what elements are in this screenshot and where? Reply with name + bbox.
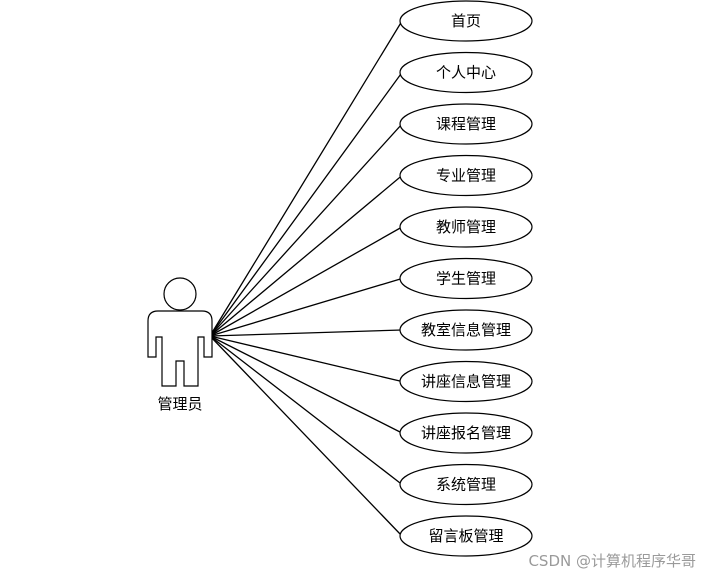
use-case-label: 课程管理	[436, 115, 496, 133]
use-case-ellipse	[399, 257, 533, 300]
use-case-label: 个人中心	[436, 64, 496, 82]
association-line	[209, 329, 403, 337]
use-case-ellipse	[399, 0, 533, 42]
association-line	[209, 123, 403, 337]
use-case-ellipse	[399, 154, 533, 197]
use-case-label: 教师管理	[436, 218, 496, 236]
actor-figure	[147, 277, 213, 387]
use-case-ellipse	[399, 360, 533, 403]
use-case: 教师管理	[399, 206, 533, 248]
use-case-label: 学生管理	[436, 270, 496, 288]
use-case-label: 留言板管理	[428, 527, 503, 545]
use-case-label: 专业管理	[436, 167, 496, 185]
use-case: 学生管理	[399, 257, 533, 300]
actor-body	[147, 310, 213, 387]
use-case-ellipse	[399, 515, 533, 557]
association-line	[209, 72, 403, 337]
use-case: 讲座信息管理	[399, 360, 533, 403]
use-case: 个人中心	[399, 51, 533, 94]
association-line	[209, 20, 403, 337]
use-case: 首页	[399, 0, 533, 42]
association-line	[209, 226, 403, 337]
association-line	[209, 175, 403, 337]
use-case-label: 教室信息管理	[421, 321, 511, 339]
use-case-ellipse	[399, 463, 533, 506]
association-line	[209, 277, 403, 337]
association-line	[209, 335, 403, 383]
association-lines	[209, 20, 403, 537]
use-case: 留言板管理	[399, 515, 533, 557]
use-case: 系统管理	[399, 463, 533, 506]
use-case-label: 首页	[451, 12, 481, 30]
actor-head	[163, 277, 197, 311]
use-case-ellipse	[399, 309, 533, 351]
actor-label: 管理员	[157, 395, 202, 413]
use-case-label: 讲座信息管理	[421, 373, 511, 391]
use-case-ellipse	[399, 51, 533, 94]
association-line	[209, 335, 403, 434]
use-case-label: 讲座报名管理	[421, 424, 511, 442]
use-case-ellipse	[399, 412, 533, 454]
use-case: 讲座报名管理	[399, 412, 533, 454]
use-case: 教室信息管理	[399, 309, 533, 351]
watermark: CSDN @计算机程序华哥	[528, 552, 696, 570]
use-case-ellipse	[399, 206, 533, 248]
use-case-label: 系统管理	[436, 476, 496, 494]
use-case-ellipse	[399, 103, 533, 145]
use-case: 专业管理	[399, 154, 533, 197]
association-line	[209, 335, 403, 486]
use-case-list: 首页个人中心课程管理专业管理教师管理学生管理教室信息管理讲座信息管理讲座报名管理…	[399, 0, 533, 557]
association-line	[209, 335, 403, 537]
use-case: 课程管理	[399, 103, 533, 145]
